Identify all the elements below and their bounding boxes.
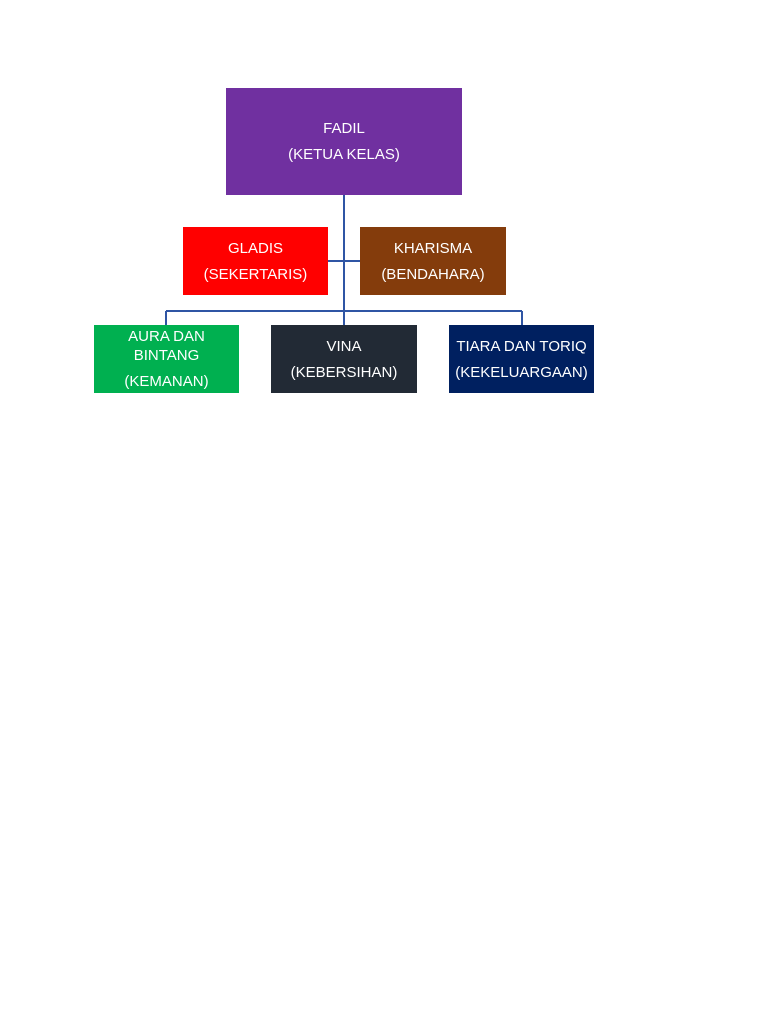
node-name: FADIL (323, 120, 365, 137)
node-kekeluargaan: TIARA DAN TORIQ (KEKELUARGAAN) (449, 325, 594, 393)
node-role: (SEKERTARIS) (203, 265, 308, 283)
node-role: (KEBERSIHAN) (290, 363, 398, 381)
node-name: KHARISMA (393, 239, 473, 257)
node-role: (KEKELUARGAAN) (455, 363, 588, 381)
node-kemanan: AURA DAN BINTANG (KEMANAN) (94, 325, 239, 393)
node-bendahara: KHARISMA (BENDAHARA) (360, 227, 506, 295)
node-sekertaris: GLADIS (SEKERTARIS) (183, 227, 328, 295)
node-name: GLADIS (227, 239, 284, 257)
node-kebersihan: VINA (KEBERSIHAN) (271, 325, 417, 393)
node-name: AURA DAN BINTANG (128, 328, 205, 364)
node-role: (KETUA KELAS) (288, 146, 400, 163)
node-name: VINA (326, 337, 362, 355)
node-name: TIARA DAN TORIQ (456, 337, 587, 355)
node-ketua-kelas: FADIL (KETUA KELAS) (226, 88, 462, 195)
node-role: (BENDAHARA) (381, 265, 485, 283)
node-role: (KEMANAN) (124, 373, 209, 390)
